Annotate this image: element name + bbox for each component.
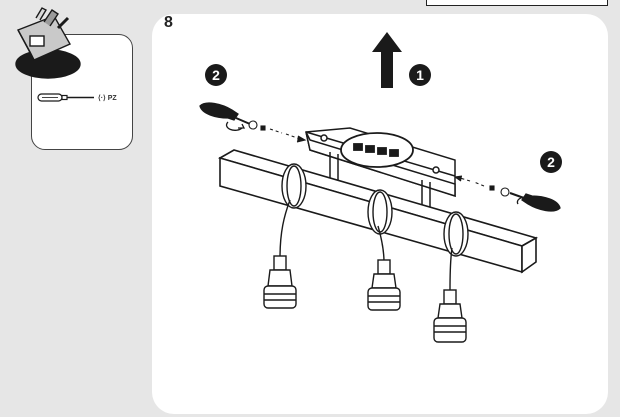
pendant-1 <box>263 163 307 309</box>
step-number: 8 <box>164 14 173 31</box>
svg-text:1: 1 <box>416 67 424 83</box>
pendant-2 <box>367 189 401 311</box>
callout-1: 1 <box>409 64 431 86</box>
tool-label: ⟨·⟩ PZ <box>98 95 117 102</box>
pendant-3 <box>433 211 469 343</box>
screwdriver-icon <box>37 93 94 102</box>
svg-text:2: 2 <box>212 67 220 83</box>
callout-2-right: 2 <box>540 151 562 173</box>
cable-connector-highlight <box>340 132 414 168</box>
screwdriver-right-icon <box>509 192 561 212</box>
screw-left-icon <box>248 120 307 143</box>
svg-text:2: 2 <box>547 154 555 170</box>
screw-right-icon <box>453 175 510 197</box>
callout-2-left: 2 <box>205 64 227 86</box>
screwdriver-left-icon <box>199 102 251 131</box>
lift-arrow-icon <box>372 32 402 88</box>
header-frame <box>426 0 608 6</box>
toolbox-icon <box>15 7 81 79</box>
